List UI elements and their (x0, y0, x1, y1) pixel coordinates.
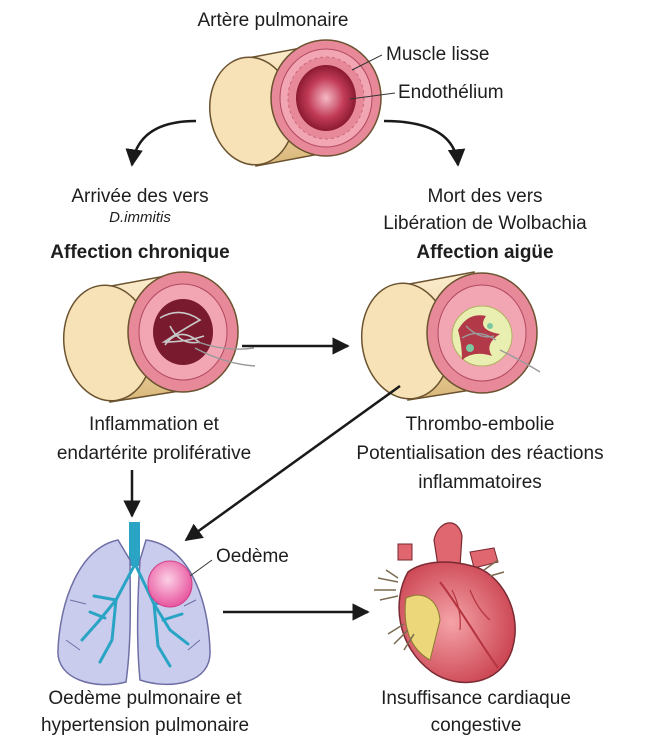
left-branch-line1: Arrivée des vers (10, 184, 270, 209)
lungs-illustration (58, 522, 212, 685)
branch-arrow-right (384, 121, 458, 165)
lungs-caption-line2: hypertension pulmonaire (0, 713, 290, 738)
chronic-result-line1: Inflammation et (8, 412, 300, 437)
top-artery-illustration (203, 40, 395, 170)
right-branch-line1: Mort des vers (352, 184, 618, 209)
acute-artery-illustration (354, 272, 540, 405)
artery-title: Artère pulmonaire (160, 8, 386, 33)
branch-arrow-left (132, 121, 196, 165)
species-label: D.immitis (10, 209, 270, 227)
acute-result-line3: inflammatoires (320, 470, 640, 495)
acute-result-line1: Thrombo-embolie (320, 412, 640, 437)
chronic-heading: Affection chronique (10, 240, 270, 265)
acute-heading: Affection aigüe (352, 240, 618, 265)
heart-caption-line1: Insuffisance cardiaque (356, 686, 596, 711)
acute-result-line2: Potentialisation des réactions (320, 441, 640, 466)
heart-illustration (374, 523, 515, 683)
muscle-label: Muscle lisse (386, 42, 489, 67)
right-branch-line2: Libération de Wolbachia (352, 211, 618, 236)
heart-caption-line2: congestive (356, 713, 596, 738)
endothelium-label: Endothélium (398, 80, 504, 105)
chronic-result-line2: endartérite proliférative (8, 441, 300, 466)
lungs-caption-line1: Oedème pulmonaire et (0, 686, 290, 711)
chronic-artery-illustration (56, 272, 255, 407)
oedema-label: Oedème (216, 544, 289, 569)
